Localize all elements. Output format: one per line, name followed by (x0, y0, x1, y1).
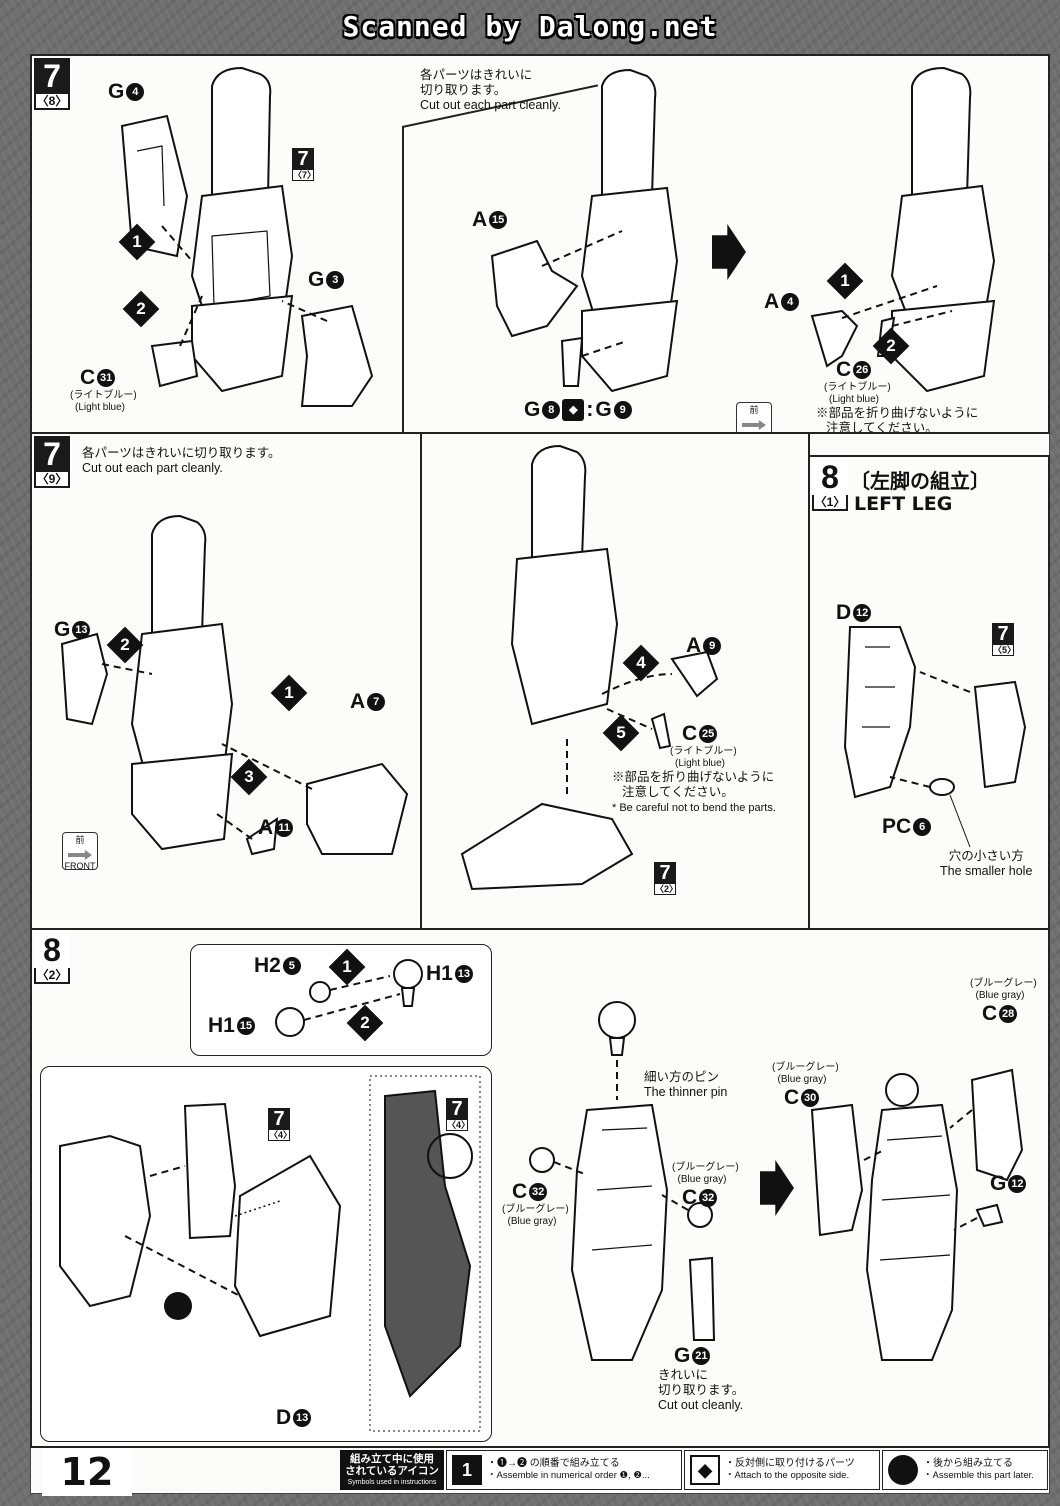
legend-opposite-side: ◆ ・反対側に取り付けるパーツ ・Attach to the opposite … (684, 1450, 880, 1490)
section-title-en: LEFT LEG (854, 493, 953, 515)
ref-7-2: 7〈2〉 (654, 862, 679, 895)
ref-7-4: 7〈4〉 (268, 1108, 293, 1141)
sequence-1-marker: 1 (270, 674, 308, 712)
front-indicator: 前 FRONT (736, 402, 772, 432)
note-cut-cleanly-3: きれいに 切り取ります。 Cut out cleanly. (658, 1368, 745, 1412)
note-do-not-bend: ※部品を折り曲げないように 注意してください。 * Be careful not… (612, 770, 776, 814)
step-8-2-badge: 8 〈2〉 (34, 932, 70, 984)
step-7-8-badge: 7 〈8〉 (34, 58, 70, 110)
backpack-figure-1 (120, 66, 374, 407)
note-cut-cleanly-1: 各パーツはきれいに 切り取ります。 Cut out each part clea… (420, 68, 561, 112)
note-thinner-pin: 細い方のピン The thinner pin (644, 1070, 728, 1099)
page-number: 12 (42, 1448, 132, 1496)
front-indicator: 前 FRONT (62, 832, 98, 871)
step-number: 7 (34, 58, 70, 94)
sequence-3-marker: 3 (230, 758, 268, 796)
leg-armored-figure (810, 1068, 1024, 1361)
sequence-1-marker: 1 (118, 223, 156, 261)
color-note-blue-gray: (ブルーグレー) (Blue gray) (502, 1204, 569, 1227)
backpack-figure-2 (490, 68, 679, 393)
color-note-light-blue: (ライトブルー) (Light blue) (70, 390, 137, 413)
step-7-9-panel: 7 〈9〉 各パーツはきれいに切り取ります。 Cut out each part… (30, 432, 810, 930)
sequence-2-marker: 2 (872, 327, 910, 365)
sequence-2-marker: 2 (106, 626, 144, 664)
color-note-blue-gray: (ブルーグレー) (Blue gray) (970, 978, 1037, 1001)
sequence-1-marker: 1 (826, 262, 864, 300)
step-8-1-badge: 8 〈1〉 (812, 459, 848, 511)
note-do-not-bend: ※部品を折り曲げないように 注意してください。 * Be careful not… (816, 406, 979, 434)
next-step-arrow (712, 224, 746, 280)
sequence-5-marker: 5 (602, 714, 640, 752)
sequence-2-marker: 2 (346, 1004, 384, 1042)
color-note-light-blue: (ライトブルー) (Light blue) (824, 382, 891, 405)
scan-credit: Scanned by Dalong.net (342, 10, 718, 43)
color-note-blue-gray: (ブルーグレー) (Blue gray) (672, 1162, 739, 1185)
legend-numeric-order: 1 ・❶→❷ の順番で組み立てる ・Assemble in numerical … (446, 1450, 682, 1490)
opposite-side-icon: ◆ (690, 1455, 720, 1485)
ref-7-7: 7〈7〉 (292, 148, 317, 181)
step-7-9-badge: 7 〈9〉 (34, 436, 70, 488)
note-cut-cleanly-2: 各パーツはきれいに切り取ります。 Cut out each part clean… (82, 446, 281, 475)
backpack-figure-5 (460, 444, 719, 891)
sequence-2-marker: 2 (122, 290, 160, 328)
backpack-figure-3 (810, 66, 996, 393)
note-smaller-hole: 穴の小さい方 The smaller hole (940, 849, 1033, 878)
leg-parts-figure (59, 1075, 481, 1432)
panel-divider (402, 126, 404, 432)
sequence-4-marker: 4 (622, 644, 660, 682)
color-note-blue-gray: (ブルーグレー) (Blue gray) (772, 1062, 839, 1085)
ref-7-4: 7〈4〉 (446, 1098, 471, 1131)
opposite-side-icon: ◆ (562, 399, 585, 421)
leg-frame-figure (843, 626, 1027, 848)
step-sub: 〈8〉 (34, 94, 70, 110)
color-note-light-blue: (ライトブルー) (Light blue) (670, 746, 737, 769)
panel-divider (420, 434, 422, 928)
sequence-1-marker: 1 (328, 948, 366, 986)
backpack-figure-4 (60, 514, 409, 856)
legend-assemble-later: ・後から組み立てる ・Assemble this part later. (882, 1450, 1048, 1490)
hip-joint-figure (275, 959, 423, 1037)
assemble-later-icon (888, 1455, 918, 1485)
numeric-order-icon: 1 (452, 1455, 482, 1485)
section-title-jp: 〔左脚の組立〕 (850, 471, 990, 493)
icon-legend-title: 組み立て中に使用 されているアイコン Symbols used in instr… (340, 1450, 444, 1490)
leg-assembly-figure (529, 1001, 716, 1361)
ref-7-5: 7〈5〉 (992, 623, 1017, 656)
